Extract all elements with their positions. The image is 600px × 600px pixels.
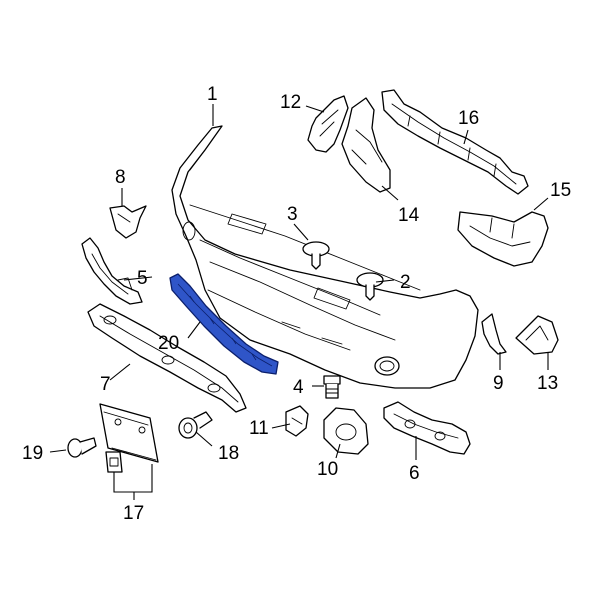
part-18-grommet xyxy=(178,411,213,439)
part-9-bracket xyxy=(481,313,507,355)
callout-15: 15 xyxy=(550,180,571,201)
callout-14: 14 xyxy=(398,205,420,226)
part-8-bracket xyxy=(109,205,147,239)
callout-19: 19 xyxy=(22,443,43,464)
callout-2: 2 xyxy=(400,272,411,293)
callout-18: 18 xyxy=(218,443,239,464)
callout-20: 20 xyxy=(158,333,179,354)
callout-12: 12 xyxy=(280,92,301,113)
part-16-impact-bar xyxy=(381,89,529,195)
callout-3: 3 xyxy=(287,204,298,225)
callout-5: 5 xyxy=(137,268,148,289)
callout-1: 1 xyxy=(207,84,218,105)
callout-10: 10 xyxy=(317,459,338,480)
part-6-bracket xyxy=(383,401,471,455)
callout-8: 8 xyxy=(115,167,126,188)
part-10-housing xyxy=(323,407,369,455)
callout-11: 11 xyxy=(249,418,269,439)
part-3-clip xyxy=(302,241,330,270)
part-4-bolt xyxy=(323,375,341,399)
part-5-support xyxy=(81,237,143,305)
part-13-bracket xyxy=(515,315,559,355)
callout-6: 6 xyxy=(409,463,420,484)
callout-9: 9 xyxy=(493,373,504,394)
part-20-bumper-reinforcement-highlighted xyxy=(169,273,279,375)
part-1-bumper-cover xyxy=(171,125,479,389)
part-11-clip xyxy=(285,405,309,437)
part-19-screw xyxy=(67,437,97,458)
callout-13: 13 xyxy=(537,373,558,394)
part-14-bracket xyxy=(341,97,391,193)
part-12-bracket xyxy=(307,95,349,153)
part-17-plate-bracket xyxy=(99,403,159,473)
callout-16: 16 xyxy=(458,108,479,129)
part-2-clip xyxy=(356,272,384,301)
callout-7: 7 xyxy=(100,374,111,395)
part-15-bracket xyxy=(457,211,549,267)
leader-lines xyxy=(49,104,549,500)
callout-4: 4 xyxy=(293,377,304,398)
part-7-support xyxy=(87,303,247,413)
callout-17: 17 xyxy=(123,503,144,524)
